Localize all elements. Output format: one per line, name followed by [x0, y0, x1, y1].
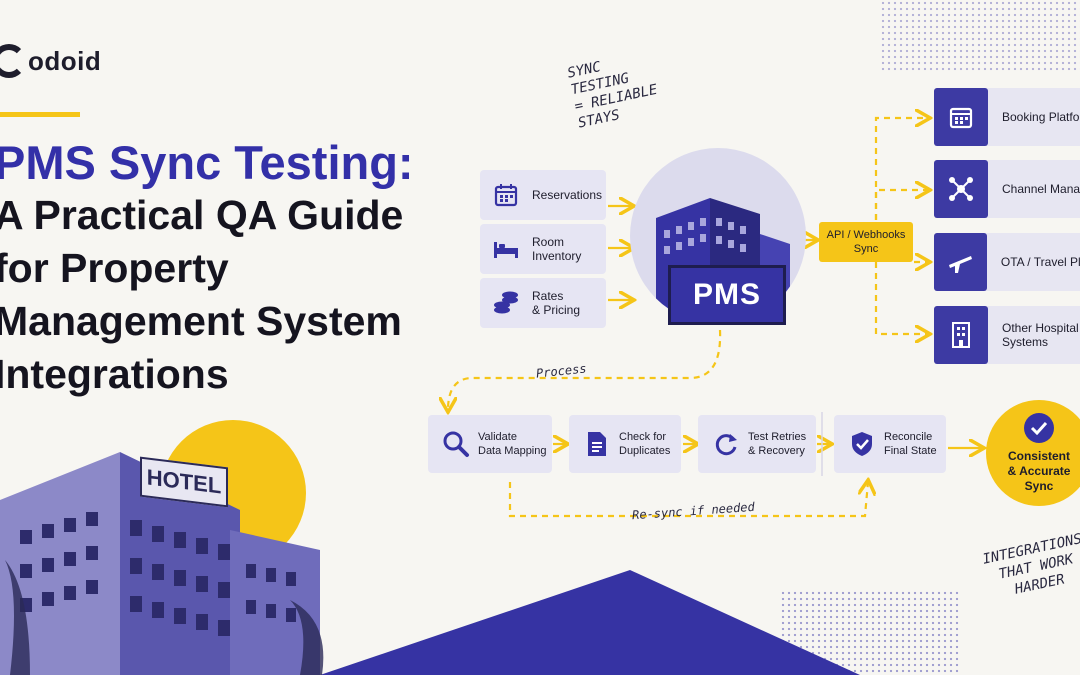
checkmark-icon	[1024, 412, 1054, 443]
output-label: Other Hospital Systems	[1002, 321, 1079, 349]
step-label: Reconcile Final State	[884, 431, 937, 457]
calendar-icon	[947, 103, 975, 131]
icon-box	[934, 306, 988, 364]
input-card-reservations: Reservations	[480, 170, 606, 220]
logo-ring-icon	[0, 44, 26, 78]
network-icon	[947, 175, 975, 203]
shield-check-icon	[848, 430, 876, 458]
step-label: Validate Data Mapping	[478, 431, 547, 457]
step-check-duplicates: Check for Duplicates	[569, 415, 681, 473]
page-title: PMS Sync Testing: A Practical QA Guide f…	[0, 136, 474, 401]
step-label: Test Retries & Recovery	[748, 431, 807, 457]
indigo-triangle-shape	[320, 570, 860, 675]
calendar-icon	[492, 181, 520, 209]
dot-texture-top-right	[880, 0, 1080, 72]
icon-box	[934, 88, 988, 146]
bed-icon	[492, 235, 520, 263]
building-icon	[947, 321, 975, 349]
result-label: Consistent & Accurate Sync	[1007, 448, 1071, 493]
input-label: Reservations	[532, 188, 603, 202]
title-line-2: A Practical QA Guide	[0, 192, 404, 238]
icon-box	[934, 233, 987, 291]
title-line-1: PMS Sync Testing:	[0, 136, 414, 189]
brand-logo: odoid	[0, 44, 101, 78]
title-line-3: for Property	[0, 245, 229, 291]
input-card-room-inventory: Room Inventory	[480, 224, 606, 274]
input-label: Room Inventory	[532, 235, 582, 263]
icon-box	[934, 160, 988, 218]
coins-icon	[492, 289, 520, 317]
input-card-rates-pricing: Rates & Pricing	[480, 278, 606, 328]
title-line-4: Management System	[0, 298, 402, 344]
refresh-icon	[712, 430, 740, 458]
airplane-icon	[946, 248, 974, 276]
api-webhooks-sync-box: API / Webhooks Sync	[819, 222, 913, 262]
document-icon	[583, 430, 611, 458]
output-card-booking-platform: Booking Platfor	[934, 88, 1080, 146]
step-validate-data-mapping: Validate Data Mapping	[428, 415, 552, 473]
logo-underline	[0, 112, 80, 117]
magnifier-icon	[442, 430, 470, 458]
output-label: OTA / Travel Platf	[1000, 255, 1080, 269]
logo-text: odoid	[28, 45, 102, 76]
hotel-building-illustration	[0, 452, 324, 675]
output-card-other-hospitality-systems: Other Hospital Systems	[934, 306, 1080, 364]
output-label: Channel Manag	[1002, 182, 1080, 196]
output-label: Booking Platfor	[1002, 110, 1080, 124]
step-label: Check for Duplicates	[619, 431, 671, 457]
input-label: Rates & Pricing	[532, 289, 581, 317]
output-card-channel-manager: Channel Manag	[934, 160, 1080, 218]
output-card-ota-travel-platform: OTA / Travel Platf	[934, 233, 1080, 291]
title-line-5: Integrations	[0, 351, 229, 397]
step-test-retries-recovery: Test Retries & Recovery	[698, 415, 816, 473]
step-reconcile-final-state: Reconcile Final State	[834, 415, 946, 473]
result-consistent-sync: Consistent & Accurate Sync	[986, 400, 1080, 506]
pms-label: PMS	[668, 265, 786, 325]
